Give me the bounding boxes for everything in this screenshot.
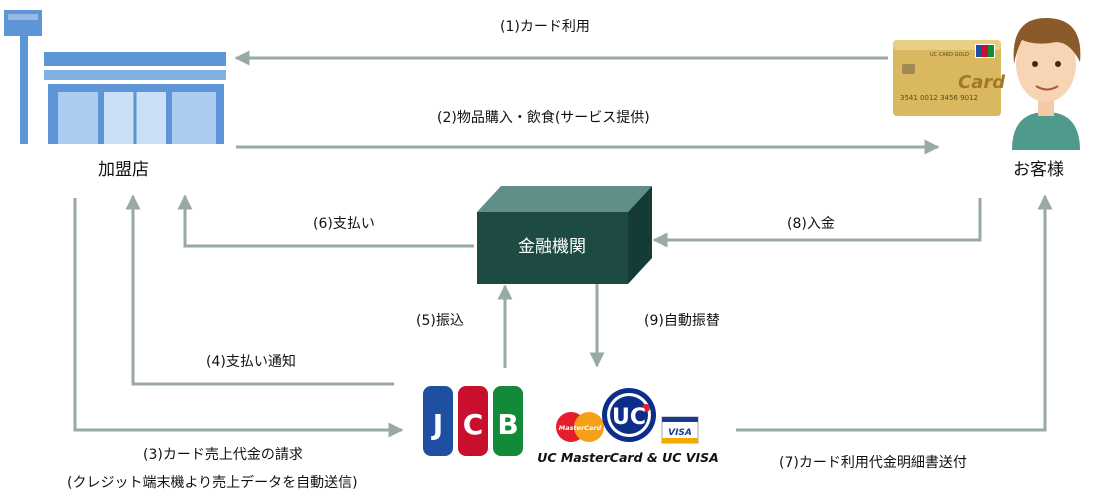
svg-text:Card: Card <box>958 72 1006 93</box>
step-3-note: (クレジット端末機より売上データを自動送信) <box>67 475 358 491</box>
bank-box <box>477 186 652 284</box>
svg-text:C: C <box>463 408 484 441</box>
mastercard-text: MasterCard <box>559 424 602 432</box>
customer-label: お客様 <box>1013 160 1064 180</box>
step-3-label: (3)カード売上代金の請求 <box>143 447 303 463</box>
card-brand-text: UC CARD GOLD <box>930 52 969 58</box>
flow-arrows <box>73 50 1053 438</box>
gold-card-image: Card <box>893 40 1006 116</box>
bank-label: 金融機関 <box>518 237 586 257</box>
svg-text:B: B <box>497 408 518 441</box>
step-1-label: (1)カード利用 <box>500 19 590 35</box>
step-5-label: (5)振込 <box>416 313 464 329</box>
mastercard-logo: MasterCard <box>556 412 604 442</box>
step-8-label: (8)入金 <box>787 216 835 232</box>
visa-text: VISA <box>668 428 692 438</box>
jcb-logo: J C B <box>423 386 523 456</box>
card-number: 3541 0012 3456 9012 <box>900 94 978 102</box>
uc-logo <box>602 388 656 442</box>
visa-logo <box>661 416 699 444</box>
step-7-label: (7)カード利用代金明細書送付 <box>779 455 967 471</box>
uc-logo-text: UC <box>612 405 646 430</box>
customer-avatar <box>1012 18 1081 150</box>
step-9-label: (9)自動振替 <box>644 313 720 329</box>
step-4-label: (4)支払い通知 <box>206 354 296 370</box>
store-icon <box>4 10 226 144</box>
step-2-label: (2)物品購入・飲食(サービス提供) <box>437 110 650 126</box>
svg-text:J: J <box>431 408 443 441</box>
uc-caption: UC MasterCard & UC VISA <box>537 450 719 465</box>
step-6-label: (6)支払い <box>313 216 375 232</box>
merchant-label: 加盟店 <box>98 160 149 180</box>
